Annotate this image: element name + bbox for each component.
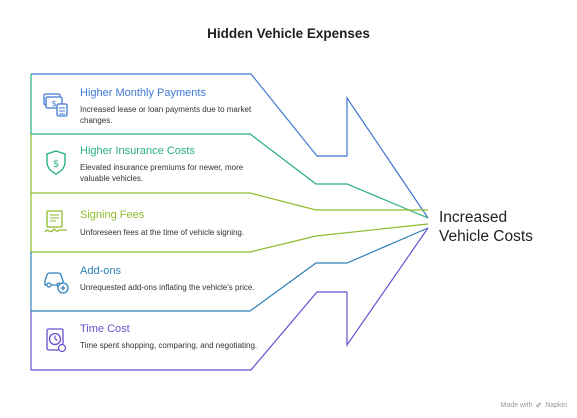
item-desc-add-ons: Unrequested add-ons inflating the vehicl… xyxy=(80,283,255,292)
car-addon-icon xyxy=(41,265,71,295)
signing-contract-icon xyxy=(41,207,71,237)
diagram-title: Hidden Vehicle Expenses xyxy=(207,26,370,41)
svg-text:$: $ xyxy=(51,99,56,108)
footer-watermark[interactable]: Made with ✐ Napkin xyxy=(501,401,567,410)
item-title-time-cost: Time Cost xyxy=(80,323,130,335)
segment-outline-higher-monthly-payments xyxy=(31,73,429,219)
svg-text:$: $ xyxy=(53,159,59,170)
item-desc-higher-monthly-payments: Increased lease or loan payments due to … xyxy=(80,105,252,125)
footer-made-with: Made with xyxy=(500,402,533,409)
item-desc-signing-fees: Unforeseen fees at the time of vehicle s… xyxy=(80,228,245,237)
clock-document-icon xyxy=(41,325,71,355)
item-desc-higher-insurance-costs: Elevated insurance premiums for newer, m… xyxy=(80,163,244,183)
segment-divider-2 xyxy=(30,134,428,211)
napkin-logo-icon: ✐ xyxy=(535,401,543,410)
shield-dollar-icon: $ xyxy=(41,147,71,177)
segment-divider-3 xyxy=(30,193,429,253)
item-title-add-ons: Add-ons xyxy=(80,265,121,277)
segment-outline-time-cost xyxy=(30,227,429,371)
item-title-higher-insurance-costs: Higher Insurance Costs xyxy=(80,145,195,157)
segment-divider-1 xyxy=(30,74,429,219)
result-line-1: Increased xyxy=(439,209,508,226)
segment-divider-4 xyxy=(30,227,429,312)
footer-brand: Napkin xyxy=(545,402,567,409)
item-desc-time-cost: Time spent shopping, comparing, and nego… xyxy=(80,341,258,350)
result-line-2: Vehicle Costs xyxy=(439,228,533,245)
item-title-signing-fees: Signing Fees xyxy=(80,209,145,221)
result-label: Increased Vehicle Costs xyxy=(439,208,569,246)
item-title-higher-monthly-payments: Higher Monthly Payments xyxy=(80,87,206,99)
money-calculator-icon: $ xyxy=(41,89,71,119)
